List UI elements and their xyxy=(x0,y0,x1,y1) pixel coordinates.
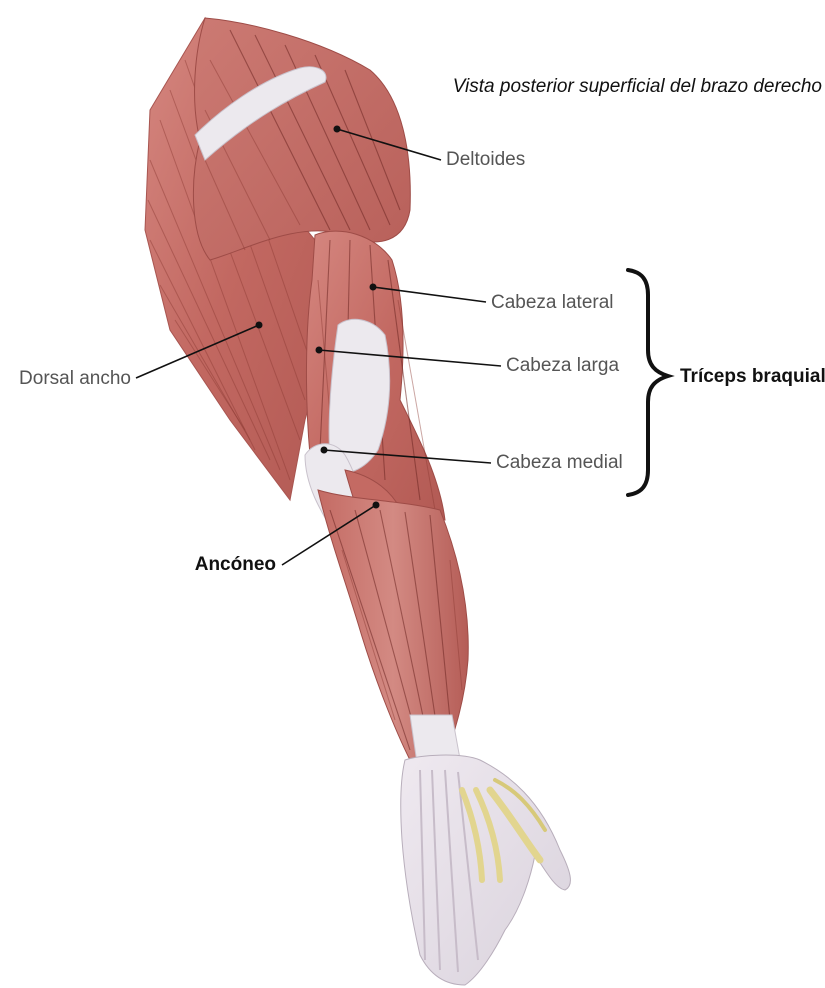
deltoides-muscle xyxy=(193,18,410,260)
label-anconeo: Ancóneo xyxy=(195,554,276,575)
label-cabeza-larga: Cabeza larga xyxy=(506,355,619,376)
triceps-brace xyxy=(628,270,668,495)
label-dorsal-ancho: Dorsal ancho xyxy=(19,368,131,389)
forearm-muscles xyxy=(318,490,468,770)
label-cabeza-lateral: Cabeza lateral xyxy=(491,292,614,313)
hand xyxy=(401,755,571,985)
figure-title: Vista posterior superficial del brazo de… xyxy=(453,76,822,97)
label-triceps-braquial: Tríceps braquial xyxy=(680,366,825,387)
label-deltoides: Deltoides xyxy=(446,149,525,170)
label-cabeza-medial: Cabeza medial xyxy=(496,452,623,473)
